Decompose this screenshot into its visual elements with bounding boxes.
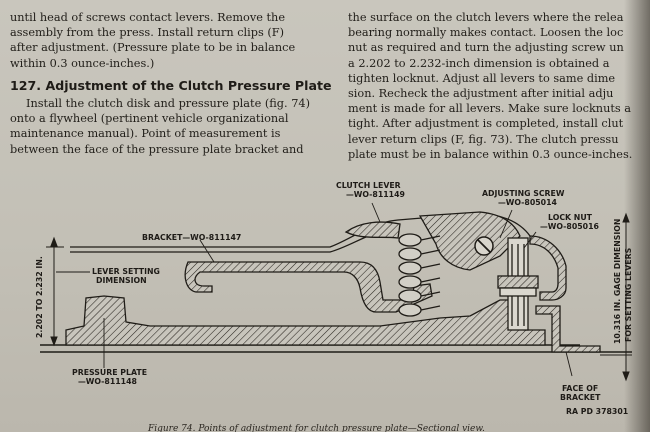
text-line: Install the clutch disk and pressure pla… <box>26 97 310 111</box>
pivot-pin <box>474 236 494 256</box>
face-of-bracket <box>529 235 601 353</box>
text-line: a 2.202 to 2.232-inch dimension is obtai… <box>348 56 610 70</box>
label-lock-nut: LOCK NUT <box>548 213 593 222</box>
leader-lines <box>103 202 573 377</box>
label-pressure-plate-part: —WO-811148 <box>78 377 137 386</box>
label-adjusting-screw-part: —WO-805014 <box>498 198 558 207</box>
text-line: nut as required and turn the adjusting s… <box>348 41 624 55</box>
text-line: onto a flywheel (pertinent vehicle organ… <box>10 112 289 126</box>
text-line: tight. After adjustment is completed, in… <box>348 117 624 131</box>
label-left-dimension: 2.202 TO 2.232 IN. <box>35 256 44 338</box>
label-gage-dimension: 10.316 IN. GAGE DIMENSION <box>613 219 622 344</box>
clutch-lever-section <box>70 211 531 271</box>
text-line: assembly from the press. Install return … <box>10 26 285 40</box>
text-line: after adjustment. (Pressure plate to be … <box>10 41 296 55</box>
label-lever-setting: LEVER SETTING <box>92 267 160 276</box>
label-lock-nut-part: —WO-805016 <box>540 222 599 231</box>
label-ra-pd: RA PD 378301 <box>566 407 628 416</box>
right-text-column: the surface on the clutch levers where t… <box>348 10 648 162</box>
label-clutch-lever: CLUTCH LEVER <box>336 181 401 190</box>
text-line: until head of screws contact levers. Rem… <box>10 11 286 24</box>
text-line: the surface on the clutch levers where t… <box>348 11 624 24</box>
text-line: ment is made for all levers. Make sure l… <box>348 102 632 116</box>
text-line: sion. Recheck the adjustment after initi… <box>348 87 614 101</box>
figure-caption: Figure 74. Points of adjustment for clut… <box>147 424 485 432</box>
return-spring <box>398 233 441 317</box>
label-bracket-face: BRACKET <box>560 393 601 402</box>
label-gage-dimension-purpose: FOR SETTING LEVERS <box>624 247 633 342</box>
label-bracket: BRACKET—WO-811147 <box>142 233 241 242</box>
text-line: lever return clips (F, fig. 73). The clu… <box>348 132 619 146</box>
label-clutch-lever-part: —WO-811149 <box>346 190 405 199</box>
base-line <box>40 344 632 353</box>
text-line: tighten locknut. Adjust all levers to sa… <box>348 71 616 85</box>
adjusting-screw <box>497 237 539 331</box>
left-text-column: until head of screws contact levers. Rem… <box>10 10 335 157</box>
text-line: bearing normally makes contact. Loosen t… <box>348 26 624 40</box>
text-line: within 0.3 ounce-inches.) <box>10 56 155 70</box>
bracket-section <box>184 261 433 313</box>
text-line: plate must be in balance within 0.3 ounc… <box>348 147 633 161</box>
label-adjusting-screw: ADJUSTING SCREW <box>482 189 565 198</box>
pressure-plate-section <box>65 295 546 346</box>
label-face-of: FACE OF <box>562 384 598 393</box>
label-pressure-plate: PRESSURE PLATE <box>72 368 147 377</box>
label-lever-setting-dimension: DIMENSION <box>96 276 147 285</box>
section-heading: 127. Adjustment of the Clutch Pressure P… <box>10 77 332 93</box>
text-line: between the face of the pressure plate b… <box>10 142 304 156</box>
text-line: maintenance manual). Point of measuremen… <box>10 127 281 141</box>
